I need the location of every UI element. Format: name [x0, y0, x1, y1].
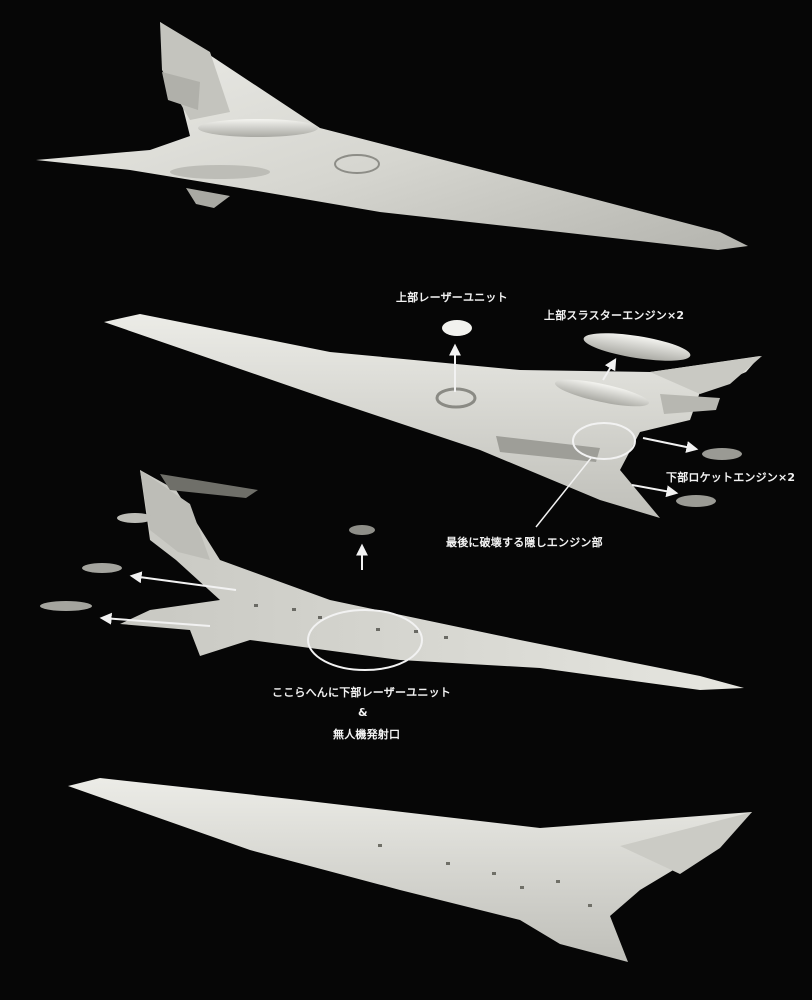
lower-laser-unit-label: ここらへんに下部レーザーユニット [272, 686, 451, 699]
upper-laser-unit-label: 上部レーザーユニット [396, 291, 508, 304]
ship-view-2 [104, 314, 762, 528]
ampersand-label: & [358, 706, 368, 719]
lower-rocket-engines-label: 下部ロケットエンジン×2 [666, 471, 796, 484]
ship-view-1 [36, 22, 748, 250]
hidden-engine-label: 最後に破壊する隠しエンジン部 [446, 536, 603, 549]
ship-view-3 [40, 470, 744, 690]
ship-view-4 [68, 778, 752, 962]
upper-thruster-engines-label: 上部スラスターエンジン×2 [544, 309, 685, 322]
drone-launch-port-label: 無人機発射口 [333, 728, 401, 741]
